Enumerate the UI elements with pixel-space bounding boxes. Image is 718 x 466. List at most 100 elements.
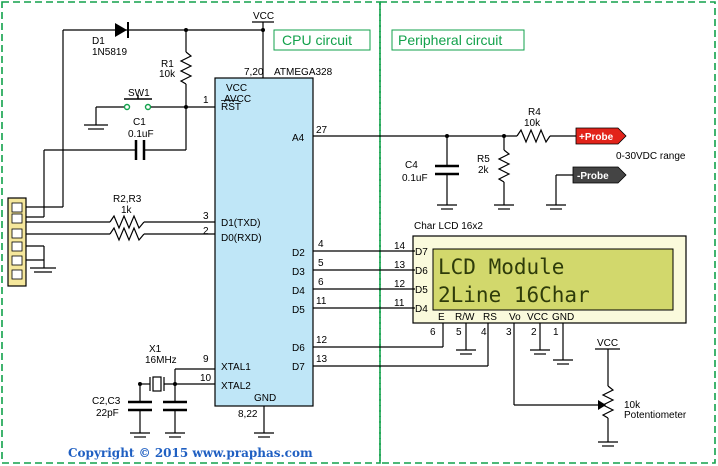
- resistor-r4: [516, 128, 551, 144]
- mcu-name: ATMEGA328: [274, 67, 333, 78]
- pin-num-d6: 12: [316, 335, 328, 346]
- d1-ref: D1: [92, 36, 105, 47]
- lcd-pin-number-13: 13: [394, 260, 406, 271]
- c1-ref: C1: [133, 117, 146, 128]
- copyright-text: Copyright © 2015 www.praphas.com: [68, 446, 313, 460]
- r1-value: 10k: [159, 69, 176, 80]
- resistor-r2: [109, 214, 145, 230]
- d1-value: 1N5819: [92, 47, 127, 58]
- capacitor-c1: [134, 140, 146, 160]
- mcu-label-gnd: GND: [254, 393, 276, 404]
- capacitor-c2: [128, 400, 152, 412]
- pot-name: Potentiometer: [624, 410, 687, 421]
- c4-value: 0.1uF: [402, 173, 428, 184]
- diode-d1: [115, 22, 129, 38]
- negative-probe: [572, 166, 627, 184]
- lcd-pin-label-d6: D6: [415, 266, 428, 277]
- x1-value: 16MHz: [145, 355, 177, 366]
- mcu-label-rxd: D0(RXD): [221, 233, 262, 244]
- r5-value: 2k: [478, 165, 490, 176]
- lcd-pin-label-d7: D7: [415, 247, 428, 258]
- mcu-label-d6: D6: [292, 343, 305, 354]
- lcd-pin-label-e: E: [438, 312, 445, 323]
- r4-value: 10k: [524, 118, 541, 129]
- c4-ref: C4: [405, 160, 418, 171]
- mcu-label-xtal2: XTAL2: [221, 381, 251, 392]
- lcd-pin-number-14: 14: [394, 241, 406, 252]
- pin-num-d7: 13: [316, 354, 328, 365]
- lcd-pin-number-6: 6: [430, 327, 436, 338]
- crystal-x1: [149, 376, 165, 392]
- pin-num-d5: 11: [316, 296, 327, 307]
- lcd-line-2: 2Line 16Char: [438, 283, 590, 307]
- cpu-section-border: [1, 1, 381, 464]
- sw1-ref: SW1: [128, 88, 150, 99]
- c1-value: 0.1uF: [128, 129, 154, 140]
- mcu-label-d5: D5: [292, 305, 305, 316]
- resistor-r5: [497, 149, 511, 183]
- mcu-label-d4: D4: [292, 286, 305, 297]
- capacitor-c4: [435, 164, 459, 176]
- potentiometer: [601, 385, 615, 419]
- mcu-label-avcc: AVCC: [224, 94, 251, 105]
- peripheral-section-border: [379, 1, 716, 464]
- mcu-label-txd: D1(TXD): [221, 218, 260, 229]
- c2c3-value: 22pF: [96, 408, 119, 419]
- lcd-pin-number-5: 5: [456, 327, 462, 338]
- mcu-gnd-pins: 8,22: [238, 409, 258, 420]
- c2c3-ref: C2,C3: [92, 396, 121, 407]
- pin-num-d3: 5: [318, 258, 324, 269]
- r4-ref: R4: [528, 107, 541, 118]
- lcd-pin-label-d4: D4: [415, 304, 428, 315]
- pin-num-d4: 6: [318, 277, 324, 288]
- mcu-label-d2: D2: [292, 248, 305, 259]
- vcc-label-pot: VCC: [597, 338, 618, 349]
- mcu-body: [214, 77, 314, 407]
- lcd-line-1: LCD Module: [438, 255, 564, 279]
- pin-num-xtal1: 9: [203, 354, 209, 365]
- lcd-title: Char LCD 16x2: [414, 221, 483, 232]
- cpu-section-label: CPU circuit: [282, 32, 352, 48]
- mcu-label-d7: D7: [292, 362, 305, 373]
- pin-num-rxd: 2: [203, 226, 209, 237]
- mcu-vcc-pins: 7,20: [244, 67, 264, 78]
- lcd-pin-label-d5: D5: [415, 285, 428, 296]
- probe-range: 0-30VDC range: [616, 151, 686, 162]
- lcd-pin-label-rs: RS: [483, 312, 497, 323]
- lcd-pin-label-vo: Vo: [509, 312, 521, 323]
- peripheral-section-label: Peripheral circuit: [398, 32, 502, 48]
- pin-num-xtal2: 10: [200, 373, 212, 384]
- lcd-pin-number-11: 11: [394, 298, 405, 309]
- mcu-label-xtal1: XTAL1: [221, 362, 251, 373]
- lcd-pin-number-3: 3: [506, 327, 512, 338]
- lcd-pin-number-4: 4: [481, 327, 487, 338]
- pot-value: 10k: [624, 400, 641, 411]
- lcd-pin-label-gnd: GND: [552, 312, 574, 323]
- positive-probe: [575, 127, 627, 145]
- lcd-pin-number-1: 1: [553, 327, 559, 338]
- vcc-label-top: VCC: [253, 11, 274, 22]
- x1-ref: X1: [149, 344, 162, 355]
- switch-sw1: [123, 95, 152, 111]
- mcu-label-rst: RST: [221, 102, 241, 113]
- mcu-label-vcc: VCC: [226, 83, 247, 94]
- negative-probe-label: -Probe: [577, 171, 609, 182]
- lcd-pin-number-2: 2: [531, 327, 537, 338]
- mcu-label-a4: A4: [292, 133, 305, 144]
- lcd-pin-number-12: 12: [394, 279, 406, 290]
- capacitor-c3: [163, 400, 187, 412]
- r1-ref: R1: [161, 59, 174, 70]
- r2r3-ref: R2,R3: [113, 194, 142, 205]
- lcd-pin-label-rw: R/W: [455, 312, 475, 323]
- pin-num-txd: 3: [203, 211, 209, 222]
- positive-probe-label: +Probe: [579, 132, 614, 143]
- resistor-r1: [179, 51, 193, 85]
- r2r3-value: 1k: [121, 205, 133, 216]
- pin-num-d2: 4: [318, 239, 324, 250]
- pin-num-rst: 1: [203, 95, 209, 106]
- pin-num-a4: 27: [316, 125, 328, 136]
